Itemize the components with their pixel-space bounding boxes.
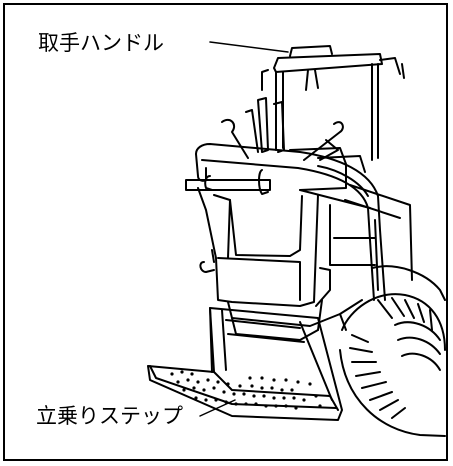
step-perforations bbox=[170, 370, 322, 410]
lower-chassis bbox=[228, 300, 362, 340]
cross-bar bbox=[186, 170, 270, 194]
step-platform bbox=[148, 308, 342, 420]
front-panel bbox=[198, 188, 330, 306]
handrail bbox=[196, 144, 385, 300]
handle-leader-line bbox=[210, 42, 288, 52]
handle-label: 取手ハンドル bbox=[38, 31, 164, 55]
step-leader-line bbox=[200, 400, 235, 416]
canopy-frame bbox=[262, 46, 404, 160]
track-assembly bbox=[340, 266, 445, 436]
step-label: 立乗りステップ bbox=[36, 404, 183, 428]
